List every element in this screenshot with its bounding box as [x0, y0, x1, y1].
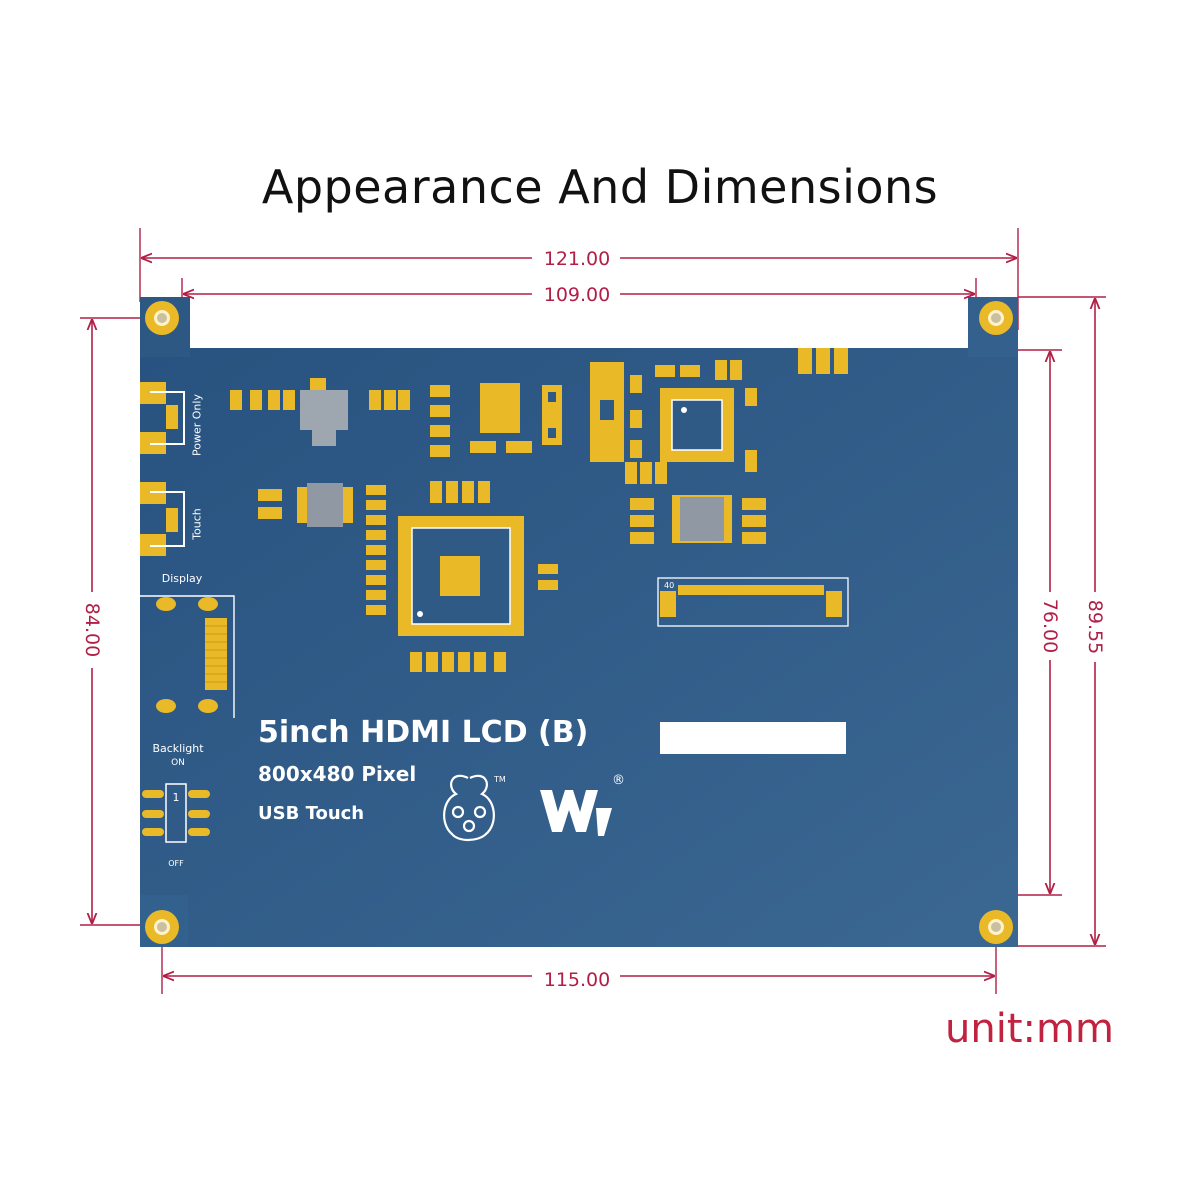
mounting-hole-tl [145, 301, 179, 335]
voltage-regulator [300, 378, 348, 446]
resistor-column [366, 485, 386, 615]
smd-left-middle [258, 481, 490, 519]
main-controller-chip [398, 516, 524, 636]
fpc-connector [657, 577, 849, 627]
dim-hole-spacing-top: 109.00 [544, 284, 610, 306]
label-off: OFF [168, 859, 184, 868]
registered-mark: ® [612, 773, 625, 788]
mounting-hole-br [979, 910, 1013, 944]
tm-mark: TM [493, 775, 506, 784]
dim-left-height: 84.00 [81, 603, 103, 657]
eeprom-chip [297, 483, 353, 527]
dim-bottom-span: 115.00 [544, 969, 610, 991]
dimension-lines [92, 258, 1095, 976]
capacitors [590, 360, 742, 462]
hdmi-connector [140, 595, 235, 718]
resolution-label: 800x480 Pixel [258, 762, 416, 786]
label-touch: Touch [191, 508, 204, 541]
dim-overall-width: 121.00 [544, 248, 610, 270]
mounting-hole-tr [979, 301, 1013, 335]
label-backlight: Backlight [152, 742, 204, 755]
usb-controller-chip [660, 388, 734, 462]
waveshare-logo-icon [540, 790, 612, 836]
smd-main-bottom [410, 564, 558, 672]
product-name: 5inch HDMI LCD (B) [258, 715, 588, 750]
connector-pin-label: 40 [664, 581, 674, 590]
switch-number: 1 [173, 791, 180, 804]
backlight-switch [142, 783, 210, 843]
dim-inner-height: 76.00 [1039, 599, 1061, 653]
touch-connector [140, 482, 185, 556]
dim-overall-height: 89.55 [1084, 600, 1106, 654]
soic-chip-right [672, 495, 732, 543]
led-pads [798, 348, 848, 374]
label-power-only: Power Only [191, 394, 204, 456]
smd-components-top [230, 390, 410, 410]
label-blank-area [660, 722, 846, 754]
smd-cluster-2 [430, 383, 562, 457]
unit-label: unit:mm [945, 1006, 1114, 1052]
power-only-connector [140, 382, 185, 454]
extension-lines [80, 228, 1106, 994]
label-on: ON [171, 758, 185, 768]
touch-label: USB Touch [258, 803, 364, 824]
pcb-board [140, 297, 1018, 947]
raspberry-logo-icon [443, 774, 495, 842]
label-display: Display [162, 572, 203, 585]
page-title: Appearance And Dimensions [261, 160, 939, 214]
mounting-hole-bl [145, 910, 179, 944]
smd-right [625, 388, 766, 544]
